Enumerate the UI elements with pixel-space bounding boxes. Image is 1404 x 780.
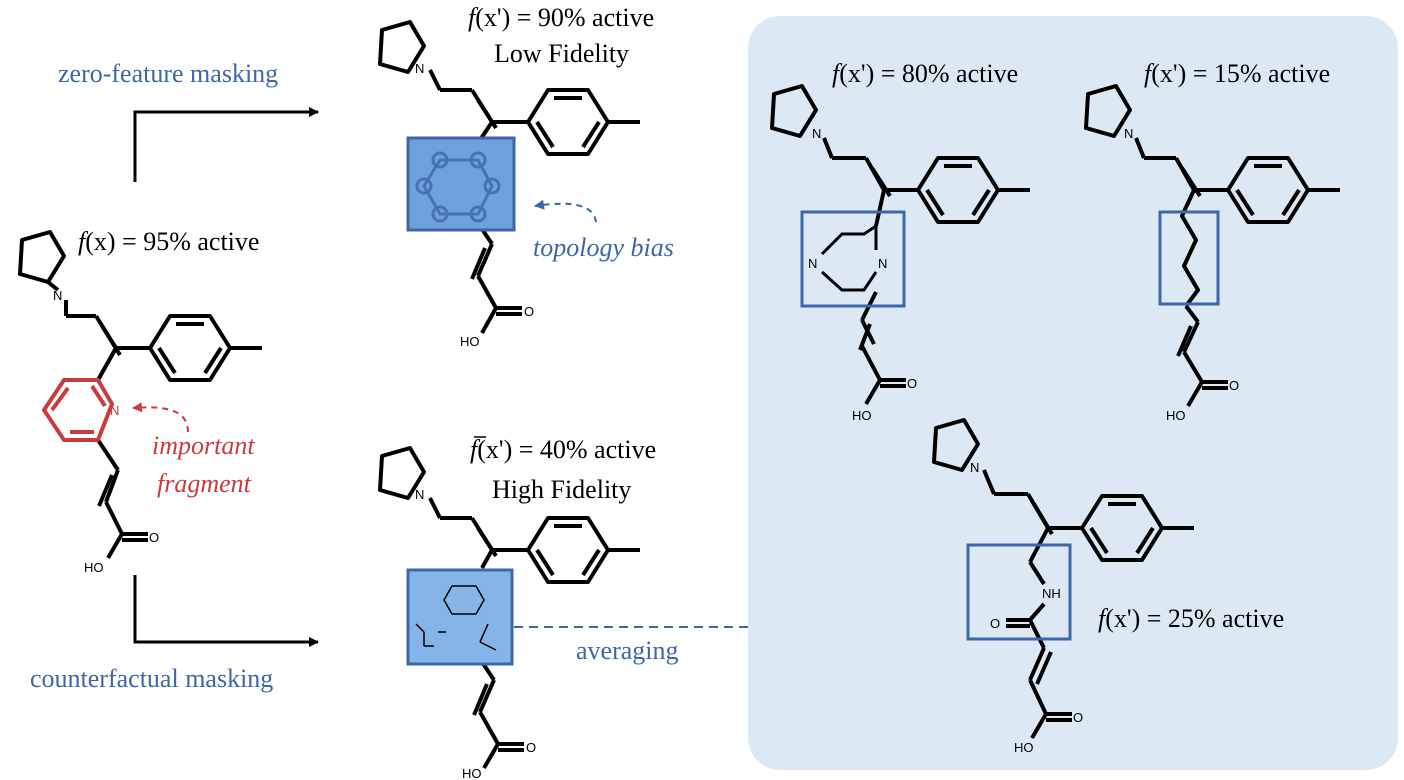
atom-n: N	[53, 288, 62, 303]
zero-mask-activity: f(x') = 90% active	[468, 3, 654, 32]
fragment-label-line1: important	[152, 431, 255, 460]
atom-o: O	[149, 530, 159, 545]
sample-mask-box-3	[966, 543, 1072, 641]
important-fragment-ring	[42, 378, 114, 442]
sample-mask-box-2	[1158, 210, 1220, 306]
masked-ring-ghost	[415, 151, 501, 223]
atom-n: N	[415, 487, 424, 502]
fragment-pointer-arrow	[132, 402, 189, 433]
counterfactual-mask-box	[406, 568, 514, 666]
sample-activity-1: f(x') = 80% active	[832, 59, 1018, 88]
atom-ho: HO	[852, 408, 872, 423]
averaging-label: averaging	[576, 636, 679, 665]
atom-n: N	[1124, 126, 1133, 141]
atom-n: N	[970, 460, 979, 475]
bias-pointer-arrow	[534, 199, 597, 223]
atom-o: O	[907, 376, 917, 391]
atom-n: N	[878, 256, 887, 271]
atom-n: N	[812, 126, 821, 141]
replacement-fragment-1	[820, 224, 878, 292]
atom-o: O	[524, 304, 534, 319]
activity-value: (x') = 25% active	[1105, 604, 1284, 633]
atom-ho: HO	[1166, 408, 1186, 423]
atom-o: O	[526, 740, 536, 755]
high-fidelity-label: High Fidelity	[492, 475, 631, 504]
atom-o: O	[1229, 378, 1239, 393]
f-symbol: f	[832, 59, 843, 88]
counterfactual-activity: f(x') = 40% active	[470, 435, 656, 464]
fragment-label: fragment	[157, 469, 252, 498]
sample-mask-box-1	[800, 210, 906, 308]
activity-value: (x) = 95% active	[85, 227, 259, 256]
counterfactual-arrow	[133, 575, 319, 647]
atom-ho: HO	[1014, 740, 1034, 755]
atom-n: N	[110, 403, 119, 418]
counterfactual-molecule	[378, 446, 640, 770]
atom-ho: HO	[460, 334, 480, 349]
atom-o: O	[1073, 710, 1083, 725]
topology-bias-label: topology bias	[533, 233, 674, 262]
f-symbol: f	[1098, 604, 1109, 633]
atom-nh: NH	[1042, 586, 1061, 601]
zero-feature-label: zero-feature masking	[58, 59, 278, 88]
original-molecule	[18, 230, 262, 560]
activity-value: (x') = 40% active	[477, 435, 656, 464]
sample-molecule-1	[770, 84, 1030, 406]
fragment-label: important	[152, 431, 255, 460]
atom-n: N	[415, 61, 424, 76]
averaged-fragments	[415, 585, 497, 651]
sample-molecule-3	[932, 418, 1194, 740]
atom-ho: HO	[462, 766, 482, 780]
f-symbol: f	[1144, 59, 1155, 88]
activity-value: (x') = 90% active	[475, 3, 654, 32]
original-activity: f(x) = 95% active	[78, 227, 259, 256]
zero-feature-arrow	[133, 107, 319, 182]
activity-value: (x') = 80% active	[839, 59, 1018, 88]
atom-o: O	[990, 616, 1000, 631]
sample-activity-3: f(x') = 25% active	[1098, 604, 1284, 633]
f-bar-symbol: f	[470, 435, 481, 464]
samples-panel	[748, 16, 1398, 770]
atom-ho: HO	[84, 560, 104, 575]
zero-masked-molecule	[378, 20, 640, 334]
low-fidelity-label: Low Fidelity	[494, 39, 629, 68]
f-symbol: f	[468, 3, 479, 32]
activity-value: (x') = 15% active	[1151, 59, 1330, 88]
atom-n: N	[808, 256, 817, 271]
fragment-label-line2: fragment	[157, 469, 252, 498]
counterfactual-label: counterfactual masking	[30, 664, 273, 693]
sample-activity-2: f(x') = 15% active	[1144, 59, 1330, 88]
f-symbol: f	[78, 227, 89, 256]
